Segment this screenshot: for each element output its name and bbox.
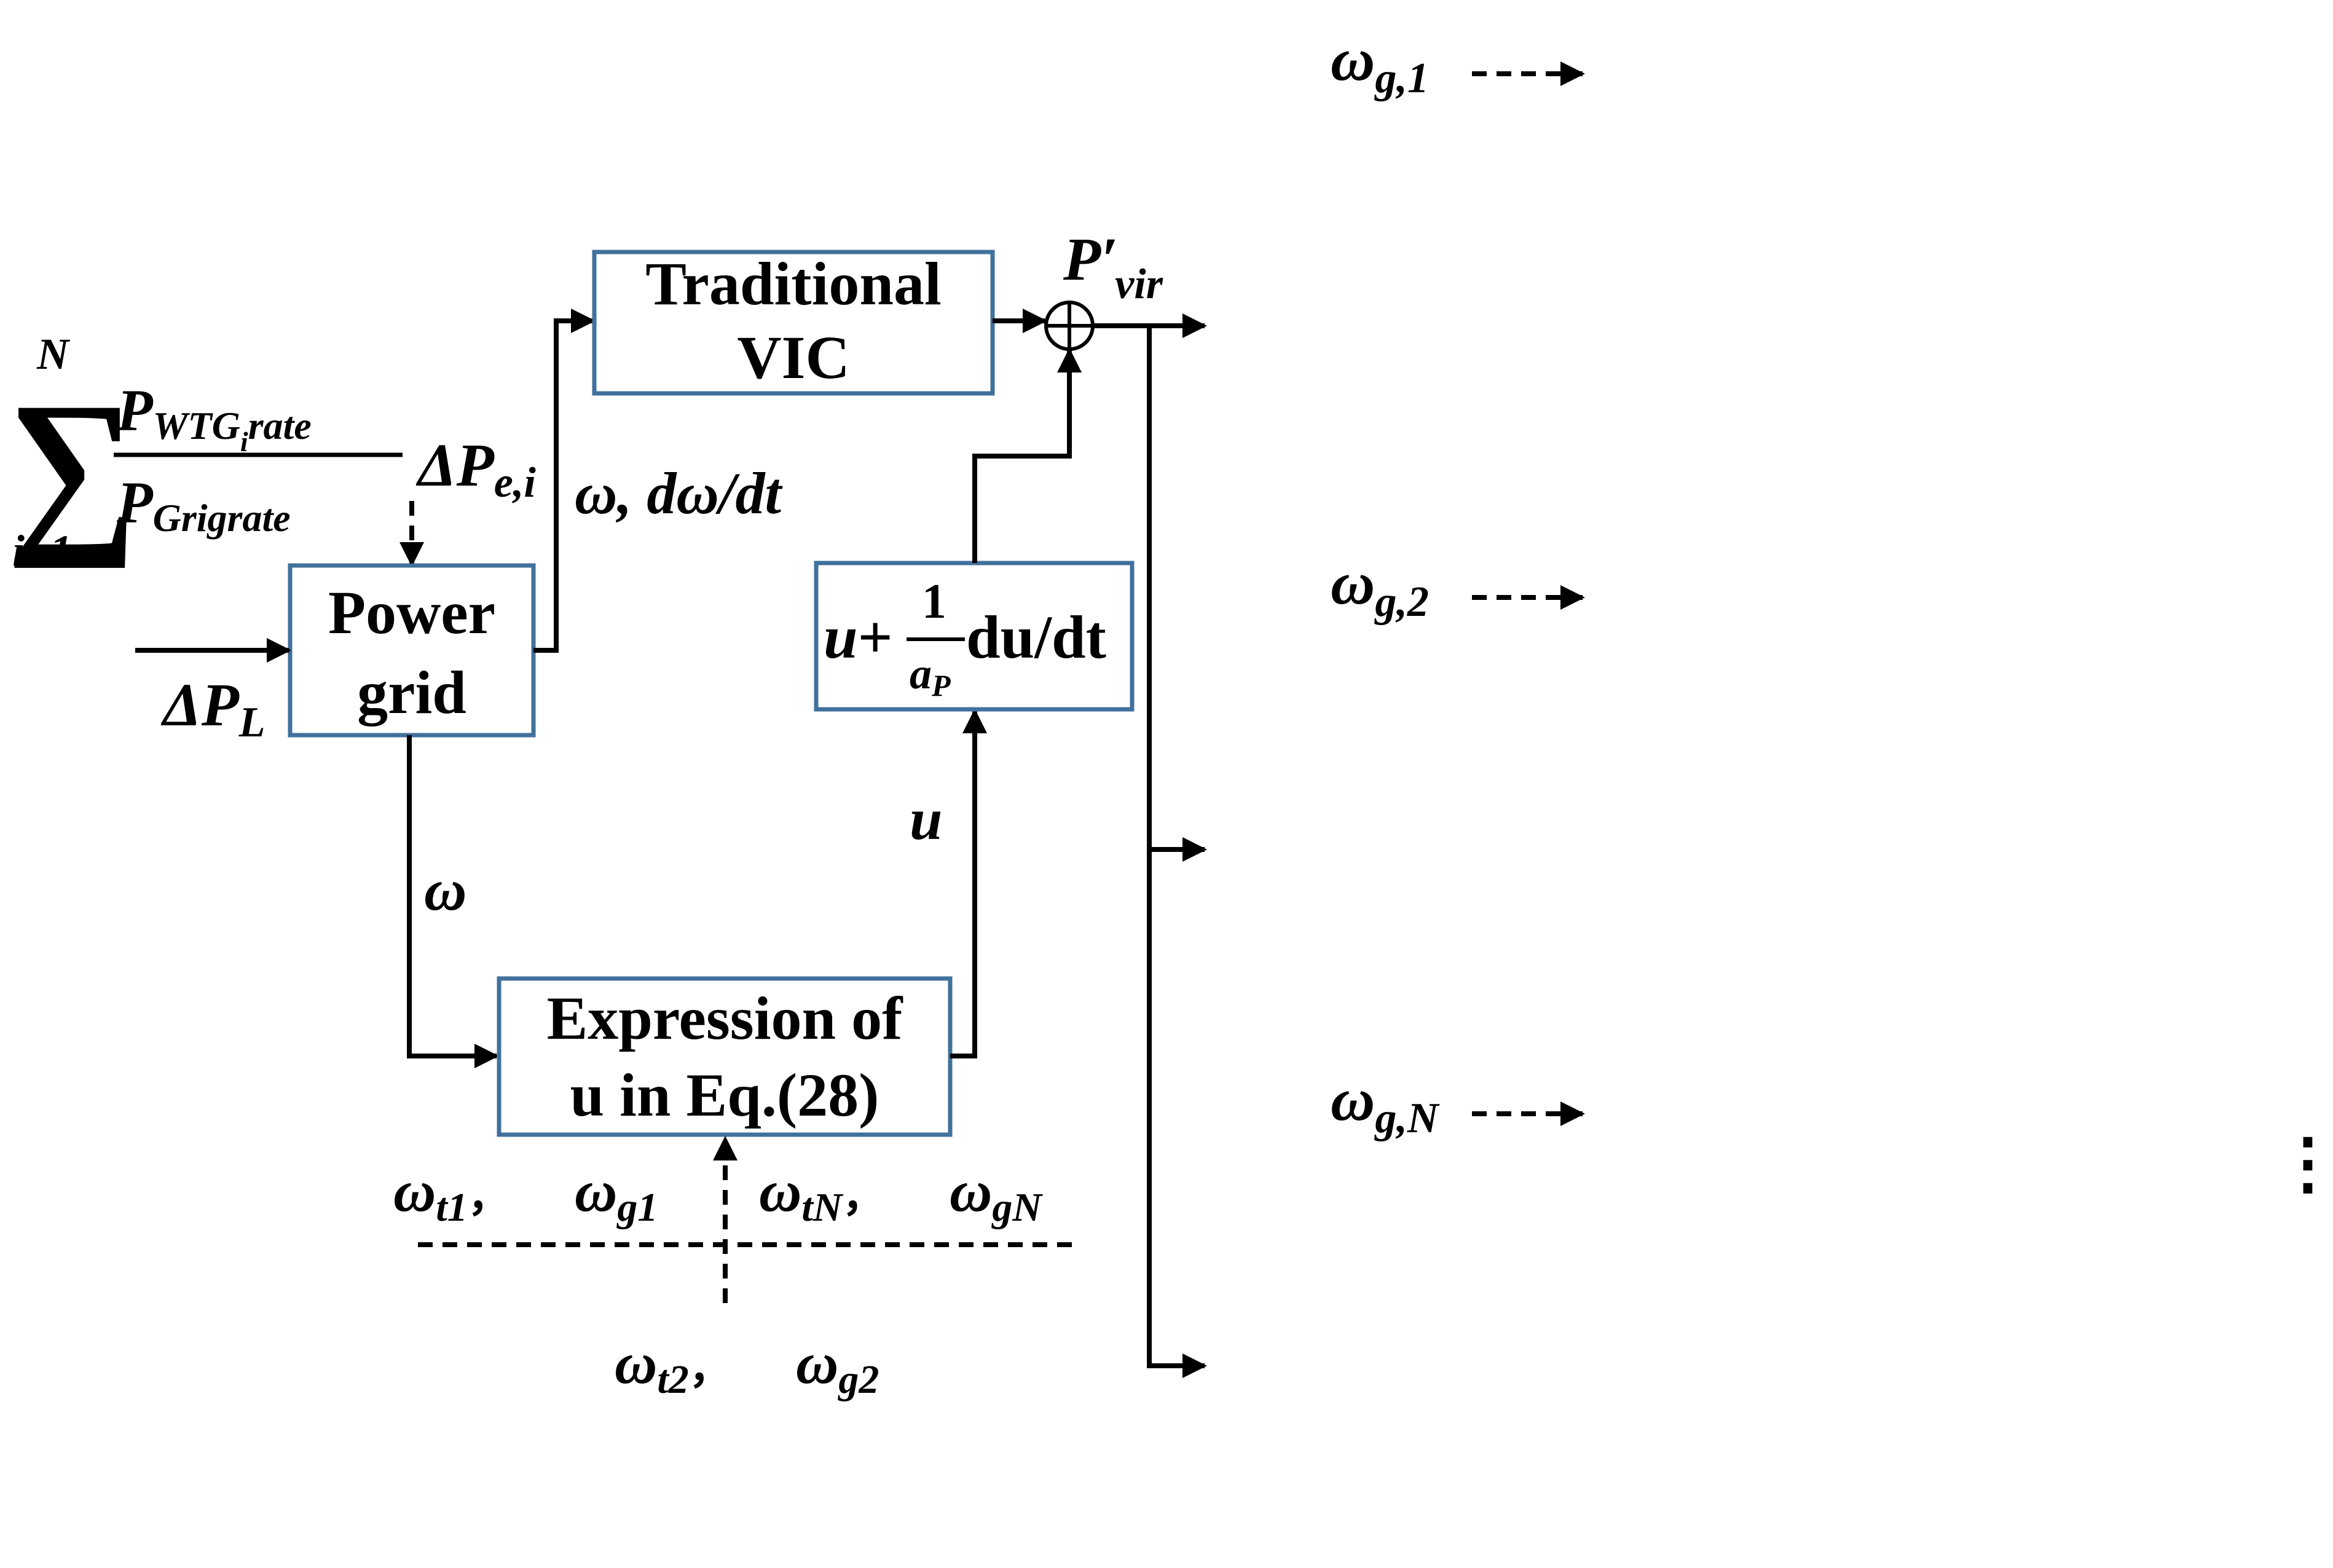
filter-num: 1 xyxy=(922,575,946,629)
omega-t2-label: ωt2， xyxy=(615,1330,732,1402)
wtg-chain-1: ωg,1 PMPP(ωg) PMPP1 pf1 g(t) f ( ωg,1) P… xyxy=(1331,25,1585,102)
bus-to-pfN-line xyxy=(1147,326,1207,1378)
expression-line2: u in Eq.(28) xyxy=(570,1061,879,1129)
omega-g2-label: ωg2 xyxy=(796,1330,879,1402)
vic-line1: Traditional xyxy=(645,250,942,318)
delta-pei-label: ΔPe,i xyxy=(415,431,536,506)
delta-pl-label: ΔPL xyxy=(160,671,266,746)
omega-domega-label: ω, dω/dt xyxy=(575,460,784,526)
omega-gN-label: ωgN xyxy=(950,1158,1043,1230)
power-grid-line2: grid xyxy=(357,658,466,727)
u-signal-label: u xyxy=(910,786,942,852)
traditional-vic-block xyxy=(592,250,995,396)
u-derivative-block xyxy=(814,561,1135,712)
grid-to-vic-line xyxy=(533,309,596,653)
summation-expression: ∑ N i=1 PWTGirate PGrigrate xyxy=(6,329,403,575)
grid-to-expression-line xyxy=(407,735,499,1068)
more-chains-ellipsis: ⋮ xyxy=(2274,1126,2333,1201)
filter-rest: du/dt xyxy=(966,603,1106,671)
expression-line1: Expression of xyxy=(547,984,904,1052)
wtg-chain-N: ωg,N PMPP(ωg) PMPPN pfN g(t) f ( ωg,N) P… xyxy=(1331,1065,1585,1142)
filter-den: aP xyxy=(910,649,951,703)
fraction-numerator: PWTGirate xyxy=(116,377,312,457)
filter-u: u+ xyxy=(824,603,893,671)
expression-u-block xyxy=(497,976,953,1137)
sum-upper-limit: N xyxy=(36,329,71,379)
vic-line2: VIC xyxy=(737,323,849,392)
wg-input-label: ωg,1 xyxy=(1331,25,1429,102)
sum-lower-limit: i=1 xyxy=(12,526,72,575)
wtg-chain-2: ωg,2 PMPP(ωg) PMPP2 pf2 g(t) f( ωg,2) Pv… xyxy=(1331,549,1585,626)
omega-t1-label: ωt1， xyxy=(393,1158,511,1230)
filter-to-sum-line xyxy=(972,348,1082,563)
wg-input-label: ωg,N xyxy=(1331,1065,1440,1142)
power-grid-block xyxy=(288,563,536,738)
p-vir-prime-label: P′vir xyxy=(1063,225,1163,308)
sigma-symbol: ∑ xyxy=(6,364,138,569)
omega-label: ω xyxy=(424,857,466,923)
power-grid-line1: Power xyxy=(328,578,495,647)
wg-input-label: ωg,2 xyxy=(1331,549,1429,626)
main-sum-junction xyxy=(1044,301,1095,351)
omega-tN-label: ωtN， xyxy=(759,1158,885,1230)
omega-g1-label: ωg1 xyxy=(575,1158,658,1230)
fraction-denominator: PGrigrate xyxy=(116,470,291,540)
expression-to-filter-line xyxy=(950,709,987,1058)
